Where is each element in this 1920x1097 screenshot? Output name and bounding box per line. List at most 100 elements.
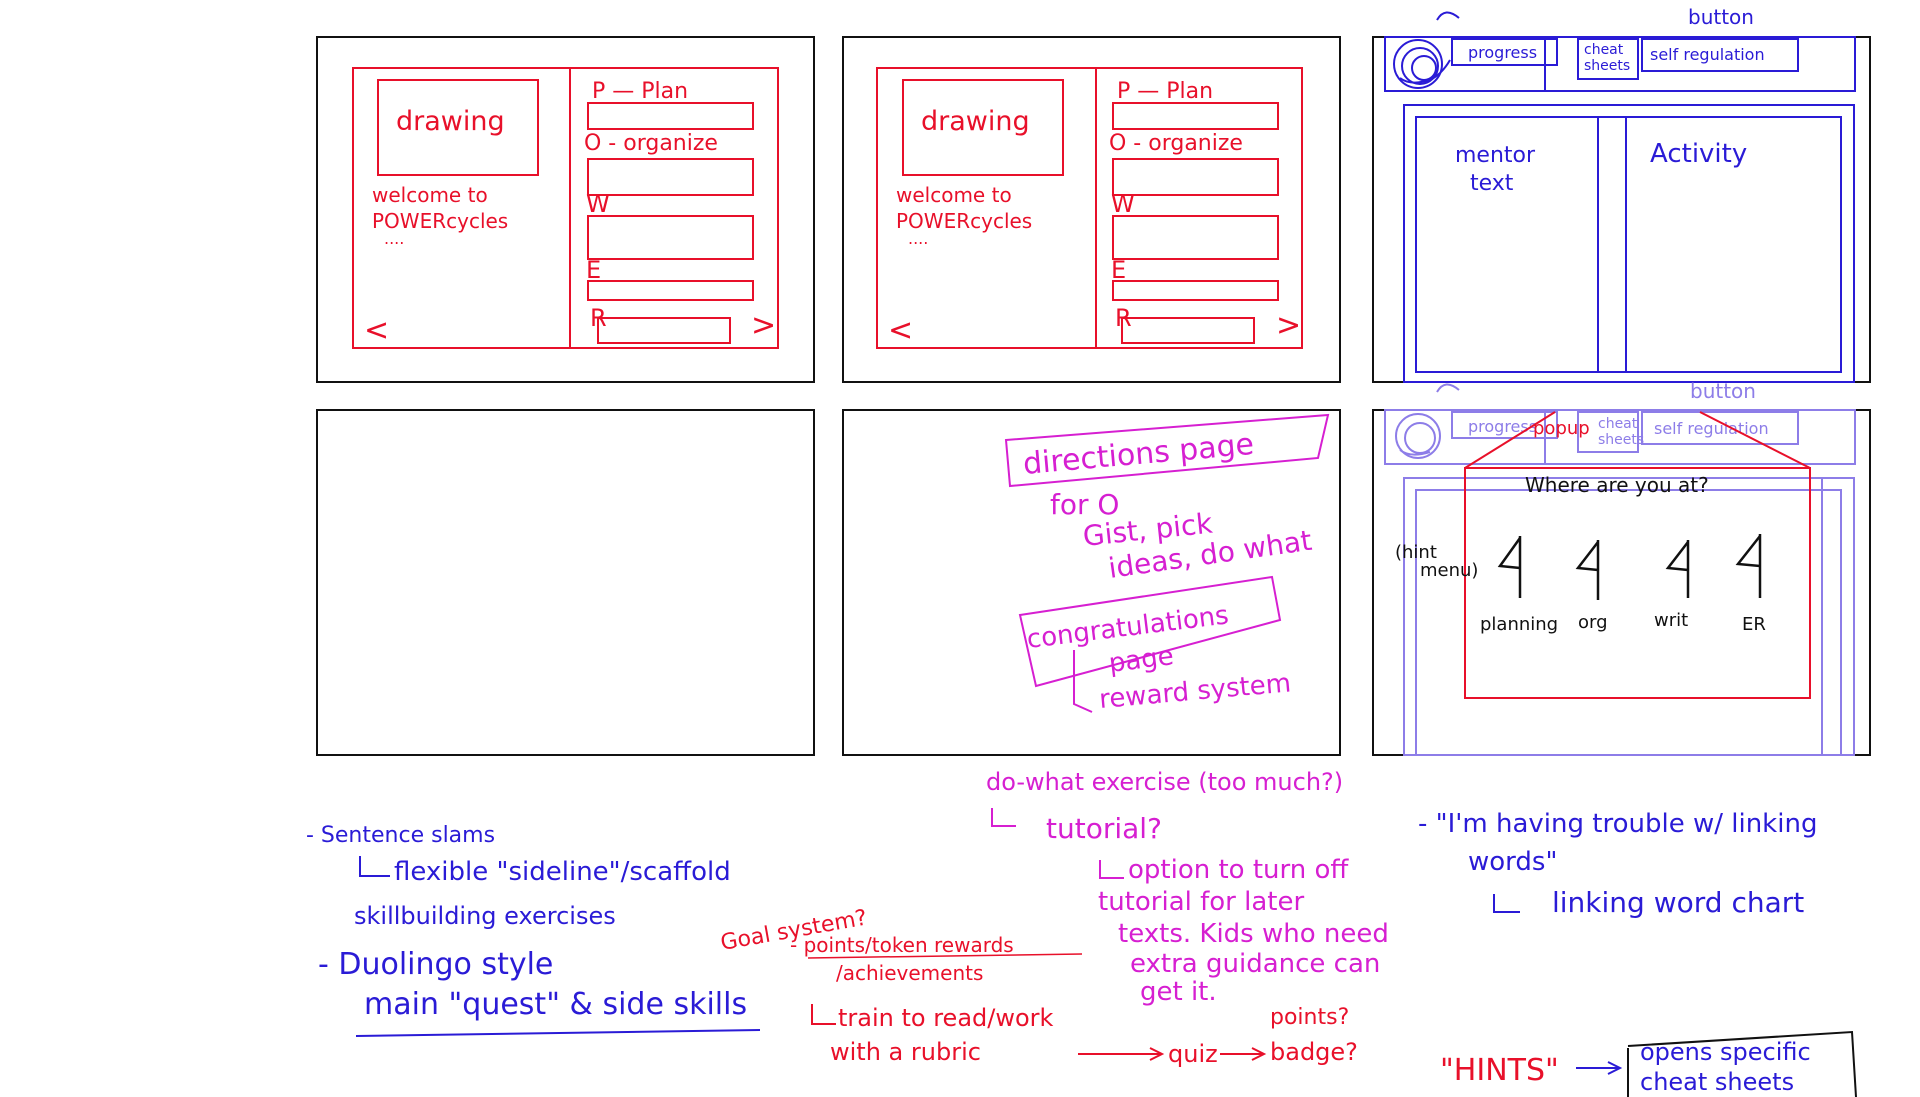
panel-6-popup	[1464, 411, 1811, 699]
panel-1-frame	[316, 36, 815, 383]
panel-3-mentor-text-line-1: mentor	[1455, 143, 1536, 168]
magenta-note-boxes	[1004, 413, 1330, 713]
badge-question-note: badge?	[1270, 1038, 1358, 1066]
panel-1-e-label: E	[586, 256, 601, 284]
panel-6-progress-button[interactable]: progress	[1468, 417, 1537, 436]
panel-2-e-label: E	[1111, 256, 1126, 284]
panel-3-self-regulation-button[interactable]: self regulation	[1650, 45, 1765, 64]
panel-6-flag-icons	[1497, 534, 1762, 600]
arrow-icon	[359, 856, 390, 877]
tutorial-option-line-1: option to turn off	[1128, 855, 1349, 885]
panel-1-next-arrow[interactable]: >	[751, 308, 776, 343]
arrow-icon	[991, 808, 1016, 827]
points-underline	[807, 953, 1083, 959]
panel-1-prev-arrow[interactable]: <	[364, 313, 389, 348]
panel-1-r-label: R	[590, 304, 607, 332]
panel-1-ellipsis: ....	[384, 229, 404, 248]
with-a-rubric-note: with a rubric	[830, 1038, 981, 1066]
flag-label-er: ER	[1742, 614, 1766, 635]
panel-6-cheat-sheets-line-2[interactable]: sheets	[1598, 432, 1644, 448]
panel-1-wireframe	[352, 67, 779, 349]
panel-2-organize-label: O - organize	[1109, 131, 1243, 156]
arrow-icon	[811, 1004, 836, 1025]
panel-6-back-arrow-icon	[1436, 383, 1460, 393]
panel-3-cheat-sheets-line-2[interactable]: sheets	[1584, 58, 1630, 74]
panel-2-plan-label: P — Plan	[1117, 79, 1213, 104]
quiz-note: quiz	[1168, 1040, 1218, 1068]
arrow-icon	[1576, 1061, 1623, 1075]
panel-3-button-note: button	[1688, 5, 1754, 29]
congratulations-page-line-2: page	[1107, 641, 1175, 679]
panel-2-wireframe	[876, 67, 1303, 349]
flag-label-planning: planning	[1480, 614, 1558, 635]
flag-icon[interactable]	[1497, 536, 1522, 598]
opens-cheat-sheets-line-1: opens specific	[1640, 1038, 1811, 1066]
panel-1-welcome-line-2: POWERcycles	[372, 209, 508, 233]
panel-2-frame	[842, 36, 1341, 383]
tutorial-option-line-4: extra guidance can	[1130, 949, 1380, 979]
linking-word-chart-note: linking word chart	[1552, 886, 1804, 919]
panel-6-popup-label: popup	[1533, 418, 1590, 439]
panel-2-welcome-line-1: welcome to	[896, 183, 1012, 207]
arrow-icon	[1220, 1047, 1267, 1061]
arrow-icon	[1099, 860, 1124, 879]
panel-6-hint-menu-line-1: (hint	[1395, 542, 1437, 563]
panel-2-r-label: R	[1115, 304, 1132, 332]
hints-label: "HINTS"	[1440, 1053, 1559, 1088]
panel-6-cheat-sheets-line-1[interactable]: cheat	[1598, 416, 1638, 432]
flag-label-org: org	[1578, 612, 1608, 633]
trouble-linking-words-line-2: words"	[1468, 847, 1557, 877]
train-to-read-note: train to read/work	[838, 1004, 1054, 1032]
panel-6-wireframe	[1384, 409, 1856, 756]
panel-2-drawing-label: drawing	[921, 106, 1030, 137]
tutorial-option-line-5: get it.	[1140, 977, 1217, 1007]
panel-3-avatar-scribble	[1393, 39, 1451, 89]
points-token-rewards-note: - points/token rewards	[790, 933, 1014, 957]
panel-1-welcome-line-1: welcome to	[372, 183, 488, 207]
skillbuilding-note: skillbuilding exercises	[354, 902, 616, 930]
points-question-note: points?	[1270, 1005, 1349, 1030]
arrow-icon	[1078, 1047, 1165, 1061]
panel-1-drawing-label: drawing	[396, 106, 505, 137]
main-quest-note: main "quest" & side skills	[364, 987, 747, 1022]
panel-3-cheat-sheets-line-1[interactable]: cheat	[1584, 42, 1624, 58]
arrow-icon	[1493, 894, 1520, 913]
panel-6-popup-question: Where are you at?	[1525, 473, 1709, 497]
flag-icon[interactable]	[1735, 534, 1762, 598]
panel-6-frame	[1372, 409, 1871, 756]
achievements-note: /achievements	[836, 961, 983, 985]
panel-3-mentor-text-line-2: text	[1470, 171, 1514, 196]
flag-label-writ: writ	[1654, 610, 1688, 631]
opens-cheat-sheets-line-2: cheat sheets	[1640, 1068, 1794, 1096]
panel-6-self-regulation-button[interactable]: self regulation	[1654, 419, 1769, 438]
directions-for-o: for O	[1050, 488, 1119, 521]
panel-1-organize-label: O - organize	[584, 131, 718, 156]
flag-icon[interactable]	[1575, 540, 1600, 600]
panel-1-w-label: W	[586, 190, 610, 218]
tutorial-option-line-3: texts. Kids who need	[1118, 919, 1389, 949]
panel-4-frame	[316, 409, 815, 756]
panel-2-welcome-line-2: POWERcycles	[896, 209, 1032, 233]
divider-underline	[355, 1029, 761, 1037]
panel-5-frame	[842, 409, 1341, 756]
flag-icon[interactable]	[1665, 540, 1690, 598]
panel-3-wireframe	[1384, 36, 1856, 383]
panel-6-button-note: button	[1690, 379, 1756, 403]
tutorial-option-line-2: tutorial for later	[1098, 887, 1304, 917]
sentence-slams-note: - Sentence slams	[306, 823, 495, 848]
panel-1-plan-label: P — Plan	[592, 79, 688, 104]
hints-note-box	[1627, 1030, 1857, 1097]
do-what-exercise-note: do-what exercise (too much?)	[986, 768, 1343, 796]
panel-3-activity-label: Activity	[1650, 139, 1747, 169]
panel-2-prev-arrow[interactable]: <	[888, 313, 913, 348]
trouble-linking-words-line-1: - "I'm having trouble w/ linking	[1418, 809, 1817, 839]
flexible-sideline-note: flexible "sideline"/scaffold	[394, 857, 731, 887]
panel-2-ellipsis: ....	[908, 229, 928, 248]
panel-6-avatar-scribble	[1395, 413, 1441, 459]
tutorial-question-note: tutorial?	[1046, 812, 1162, 845]
panel-3-back-arrow-icon	[1436, 11, 1460, 21]
panel-6-hint-menu-line-2: menu)	[1420, 560, 1478, 581]
panel-2-next-arrow[interactable]: >	[1276, 308, 1301, 343]
panel-3-progress-button[interactable]: progress	[1468, 43, 1537, 62]
